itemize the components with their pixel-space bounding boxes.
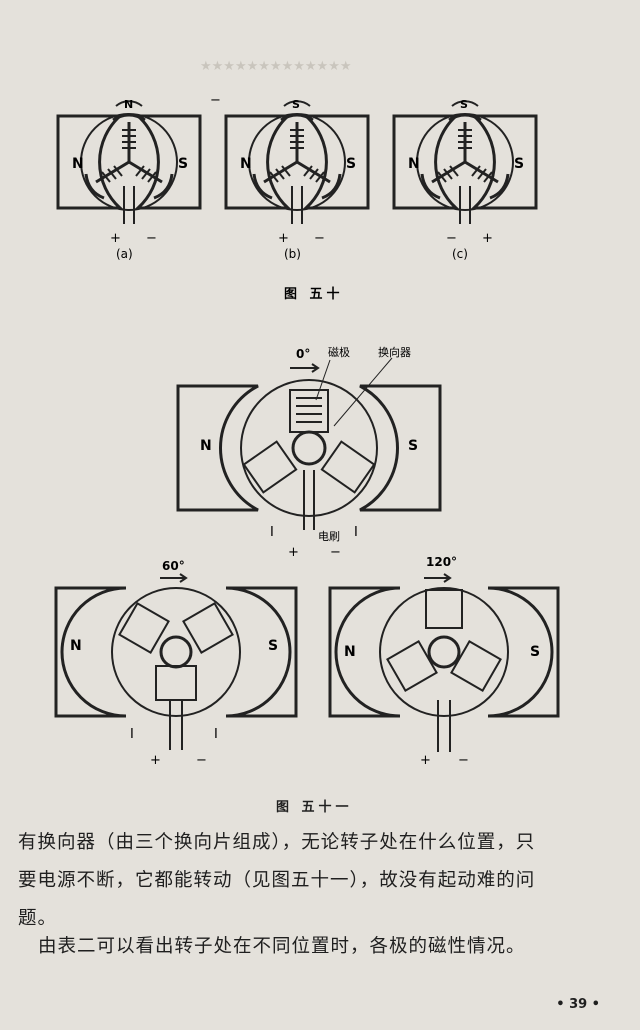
panel-label: (b)	[284, 247, 301, 261]
pole-right-label: S	[178, 156, 188, 172]
minus-label: −	[146, 231, 157, 246]
top-pole-label: S	[460, 98, 468, 111]
pole-right-label: S	[530, 644, 540, 660]
minus-label: −	[330, 545, 341, 560]
pole-left-label: N	[344, 644, 356, 660]
current-right-label: I	[354, 525, 358, 540]
fig51-panel-120: 120° N S + −	[328, 555, 560, 768]
current-right-label: I	[214, 727, 218, 742]
plus-label: +	[420, 753, 431, 768]
figure-51-top: N S 0° 磁极 换向器 I I 电刷 + −	[176, 345, 442, 560]
paragraph-line-3: 题。	[18, 908, 58, 929]
paragraph-line-1: 有换向器（由三个换向片组成），无论转子处在什么位置，只	[18, 832, 536, 853]
brush-label: 电刷	[318, 530, 340, 543]
pole-left-label: N	[70, 638, 82, 654]
plus-label: +	[288, 545, 299, 560]
angle-label: 0°	[296, 347, 310, 361]
panel-label: (c)	[452, 247, 468, 261]
fig50-panel-b: N S S + − (b)	[224, 98, 370, 261]
plus-label: +	[278, 231, 289, 246]
current-left-label: I	[270, 525, 274, 540]
plus-label: +	[482, 231, 493, 246]
plus-label: +	[150, 753, 161, 768]
pole-left-label: N	[408, 156, 420, 172]
pole-left-label: N	[240, 156, 252, 172]
figure-51-bottom: 60° N S I I + − 120° N S + −	[54, 555, 560, 768]
pole-callout: 磁极	[328, 345, 350, 359]
paragraph-line-2: 要电源不断，它都能转动（见图五十一），故没有起动难的问	[18, 870, 536, 891]
angle-label: 120°	[426, 555, 457, 569]
fig50-panel-a: N S N + − (a)	[56, 98, 202, 261]
pole-right-label: S	[268, 638, 278, 654]
paragraph-line-4: 由表二可以看出转子处在不同位置时，各极的磁性情况。	[38, 936, 526, 957]
fig51-panel-60: 60° N S I I + −	[54, 559, 298, 768]
minus-label: −	[458, 753, 469, 768]
pole-left-label: N	[72, 156, 84, 172]
angle-label: 60°	[162, 559, 185, 573]
panel-label: (a)	[116, 247, 133, 261]
page-number: • 39 •	[556, 997, 600, 1012]
minus-label: −	[314, 231, 325, 246]
commutator-callout: 换向器	[378, 345, 411, 359]
pole-right-label: S	[408, 438, 418, 454]
pole-right-label: S	[346, 156, 356, 172]
side-mark: −	[210, 93, 221, 108]
current-left-label: I	[130, 727, 134, 742]
pole-right-label: S	[514, 156, 524, 172]
pole-left-label: N	[200, 438, 212, 454]
minus-label: −	[196, 753, 207, 768]
top-pole-label: S	[292, 98, 300, 111]
fig50-caption: 图 五十	[284, 286, 344, 302]
fig51-caption: 图 五十一	[276, 800, 353, 815]
minus-label: −	[446, 231, 457, 246]
figure-50: ★★★★★★★★★★★★★ N S N + − (a) N S S + − (b…	[56, 59, 538, 302]
bleed-through-text: ★★★★★★★★★★★★★	[200, 59, 352, 74]
fig50-panel-c: N S S − + (c)	[392, 98, 538, 261]
top-pole-label: N	[124, 98, 133, 111]
plus-label: +	[110, 231, 121, 246]
